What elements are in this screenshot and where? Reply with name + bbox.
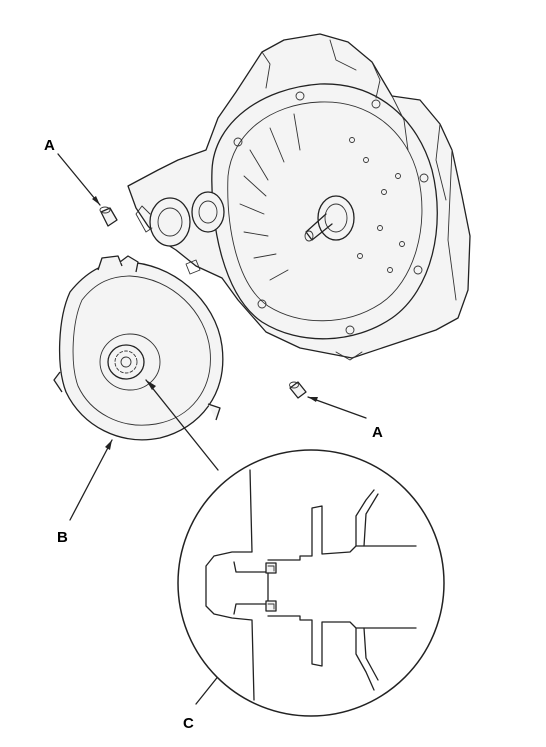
leader-b <box>69 439 113 521</box>
callout-c: C <box>183 715 194 732</box>
callout-a-bottom: A <box>372 424 383 441</box>
callout-a-top: A <box>44 137 55 154</box>
dowel-pin-top <box>99 206 118 227</box>
dowel-pin-bottom <box>289 381 307 399</box>
callout-b: B <box>57 529 68 546</box>
leader-a-bottom <box>307 396 367 419</box>
leader-a-top <box>57 153 101 206</box>
leader-detail <box>145 379 219 471</box>
detail-view <box>177 449 445 717</box>
torque-converter <box>53 255 224 441</box>
transmission-housing <box>127 33 471 361</box>
